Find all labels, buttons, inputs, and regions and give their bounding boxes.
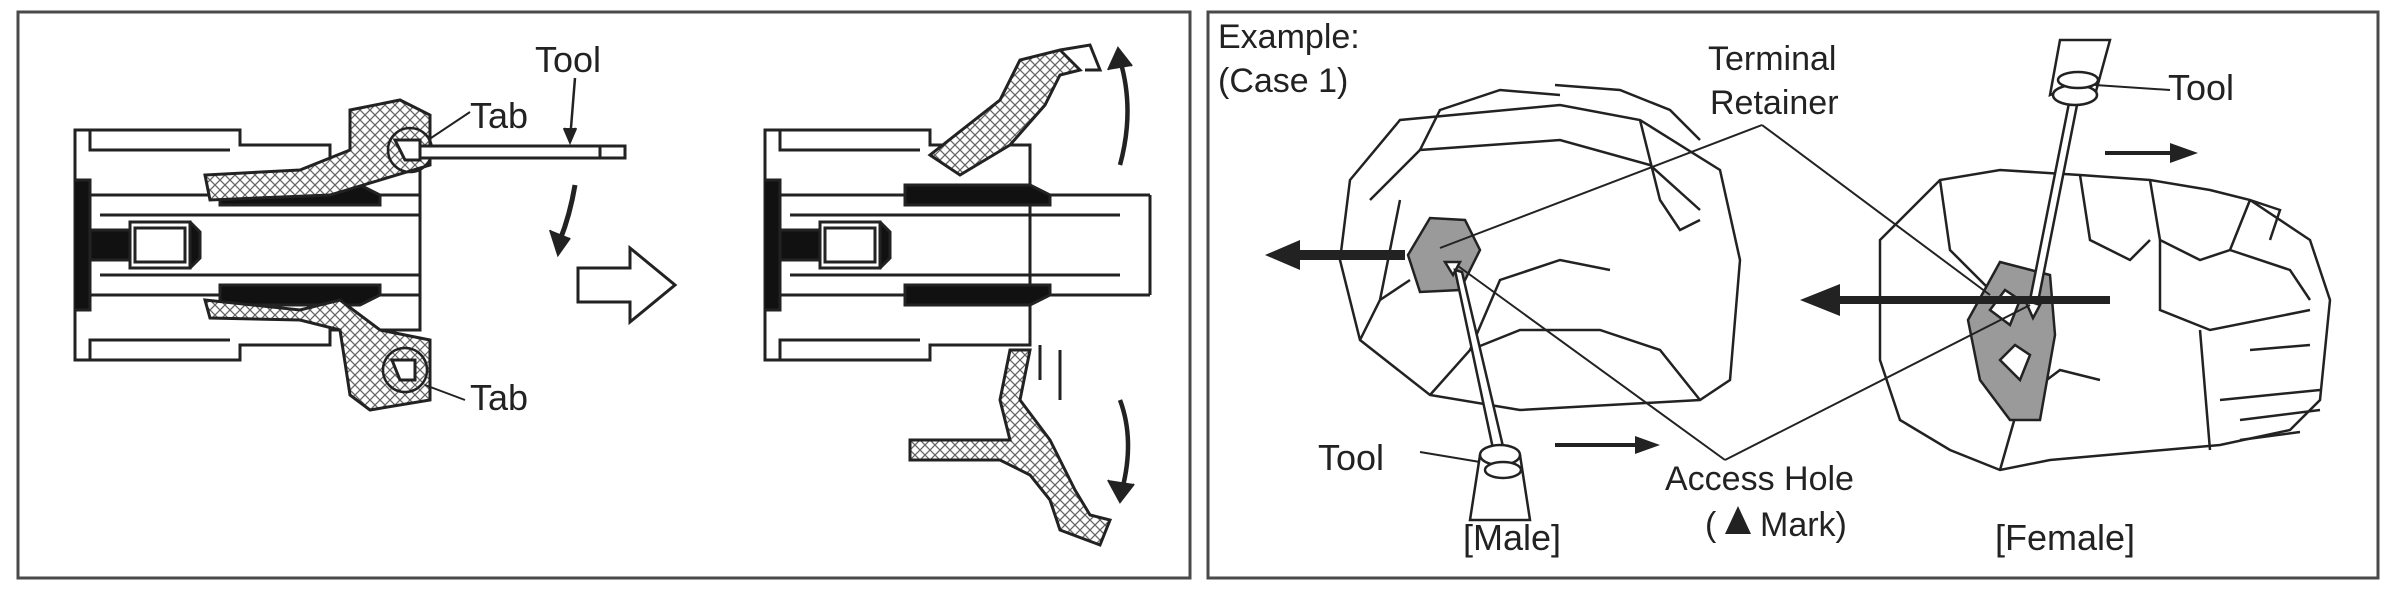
tab-label-bottom: Tab: [470, 377, 528, 418]
tool-left-leader: [562, 77, 578, 146]
mark-label: ( Mark): [1705, 506, 1847, 544]
tool-label-female: Tool: [2168, 67, 2234, 108]
left-panel: Tool Tab Tab: [16, 10, 1192, 580]
terminal-label: Terminal: [1708, 40, 1836, 78]
tool-label-male: Tool: [1318, 437, 1384, 478]
triangle-mark-icon: [1725, 506, 1751, 534]
tool-label-left: Tool: [535, 39, 601, 80]
rotate-arrows-right: [1107, 46, 1135, 504]
retainer-label: Retainer: [1710, 84, 1839, 122]
connector-unlocked: [763, 43, 1152, 547]
tool-left: [418, 144, 627, 160]
female-tool: [2028, 38, 2112, 304]
tab-leaders: [424, 111, 471, 401]
transition-arrow: [576, 244, 678, 326]
access-hole-label: Access Hole: [1665, 460, 1854, 498]
rotate-arrow-left: [549, 184, 578, 258]
example-label: Example:: [1218, 18, 1360, 56]
leader-lines: [1419, 84, 2171, 463]
female-label: [Female]: [1995, 517, 2135, 558]
tab-label-top: Tab: [470, 95, 528, 136]
male-label: [Male]: [1463, 517, 1561, 558]
female-arrows: [1800, 143, 2198, 316]
mark-open-paren: (: [1705, 506, 1717, 544]
connector-locked: [73, 98, 434, 412]
male-tool: [1453, 268, 1532, 522]
right-panel: Example: (Case 1) Terminal Retainer Tool…: [1206, 10, 2380, 580]
male-arrows: [1265, 240, 1660, 454]
mark-text: Mark): [1760, 506, 1847, 544]
case-label: (Case 1): [1218, 62, 1348, 100]
female-connector: [1878, 168, 2332, 472]
male-connector: [1338, 83, 1742, 412]
